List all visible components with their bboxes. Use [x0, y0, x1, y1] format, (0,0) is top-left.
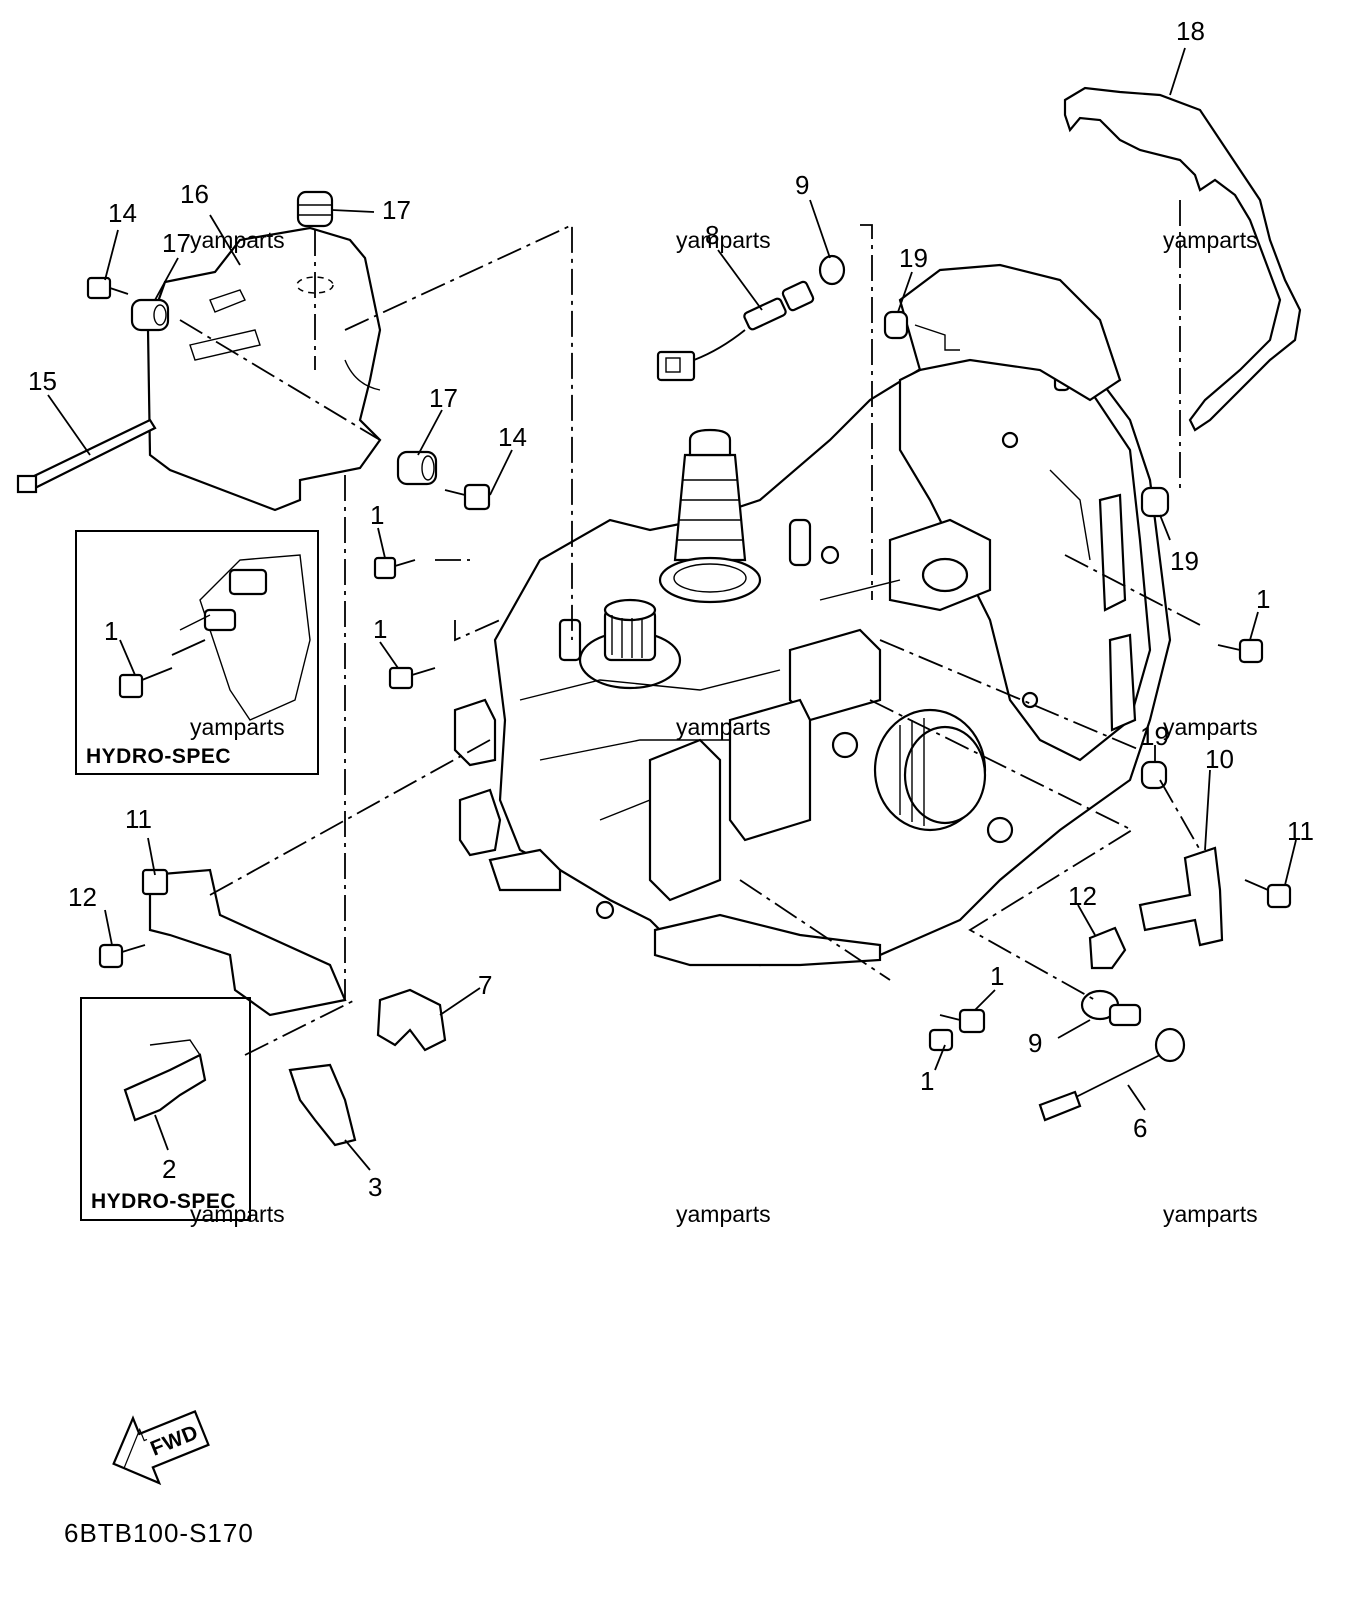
inset-label-bottom: HYDRO-SPEC — [91, 1190, 236, 1213]
watermark: yamparts — [676, 714, 771, 740]
bolts-1 — [373, 556, 1264, 1052]
callout-3: 3 — [368, 1172, 382, 1202]
watermark: yamparts — [190, 1201, 285, 1227]
clamp-2 — [123, 1053, 207, 1122]
watermark: yamparts — [190, 714, 285, 740]
callout-2: 2 — [162, 1154, 176, 1184]
watermark: yamparts — [190, 227, 285, 253]
diagram-code: 6BTB100-S170 — [64, 1518, 254, 1548]
watermark: yamparts — [676, 227, 771, 253]
fwd-arrow-icon: FWD — [112, 1410, 210, 1486]
cable-tie — [16, 418, 157, 494]
engine-cover — [146, 226, 382, 512]
callout-17-top: 17 — [382, 195, 411, 225]
callout-16: 15 — [28, 366, 57, 396]
sensor-10 — [1038, 1027, 1186, 1122]
callout-10: 6 — [1133, 1113, 1147, 1143]
bolt-14-right — [444, 483, 491, 511]
bracket-18 — [1063, 86, 1302, 432]
clip-8 — [1088, 926, 1127, 970]
callout-19-lower: 19 — [1140, 721, 1169, 751]
callout-19-top: 19 — [899, 243, 928, 273]
bolt-7 — [1244, 879, 1292, 909]
bracket-assembly — [98, 868, 347, 1017]
callout-1-c: 1 — [373, 614, 387, 644]
callout-7: 11 — [1287, 816, 1314, 846]
callout-1-inset: 1 — [104, 616, 118, 646]
watermarks: yamparts yamparts yamparts yamparts yamp… — [190, 227, 1258, 1227]
callout-1-e: 1 — [920, 1066, 934, 1096]
callout-14-left: 14 — [108, 198, 137, 228]
callout-12: 12 — [68, 882, 97, 912]
callout-5: 9 — [795, 170, 809, 200]
callout-1-d: 1 — [990, 961, 1004, 991]
clamp-13 — [376, 988, 447, 1052]
callout-17-right: 17 — [429, 383, 458, 413]
inset-detail — [118, 554, 311, 721]
grommet-right — [396, 450, 438, 486]
callout-11: 11 — [125, 804, 152, 834]
grommet-19-right — [1140, 486, 1170, 518]
callout-19-right: 19 — [1170, 546, 1199, 576]
callout-6: 10 — [1205, 744, 1234, 774]
engine-block — [453, 263, 1172, 967]
grommet-19-top — [883, 310, 909, 340]
bracket-6 — [1138, 846, 1224, 947]
callout-9: 9 — [1028, 1028, 1042, 1058]
inset-label-top: HYDRO-SPEC — [86, 745, 231, 768]
callout-1-a: 1 — [370, 500, 384, 530]
watermark: yamparts — [1163, 1201, 1258, 1227]
inset-box-bottom — [80, 997, 251, 1221]
inset-box-top — [75, 530, 319, 775]
o-ring — [818, 254, 846, 286]
sensor-4 — [656, 280, 815, 382]
watermark: yamparts — [1163, 714, 1258, 740]
watermark: yamparts — [676, 1201, 771, 1227]
callout-15: 16 — [180, 179, 209, 209]
callout-13: 7 — [478, 970, 492, 1000]
watermark: yamparts — [1163, 227, 1258, 253]
clamp-3 — [288, 1063, 357, 1147]
callout-4: 8 — [705, 220, 719, 250]
leader-lines — [47, 47, 1297, 1171]
callout-14-right: 14 — [498, 422, 527, 452]
bolt-14-left — [86, 276, 129, 300]
callout-8: 12 — [1068, 881, 1097, 911]
grommet-left — [130, 298, 170, 332]
callout-18: 18 — [1176, 16, 1205, 46]
callout-17-left: 17 — [162, 228, 191, 258]
grommet-top — [296, 190, 334, 228]
callout-labels: 18 16 14 17 17 9 8 19 15 17 14 1 19 1 1 … — [28, 16, 1314, 1202]
callout-1-b: 1 — [1256, 584, 1270, 614]
sensor-9 — [1080, 989, 1142, 1027]
